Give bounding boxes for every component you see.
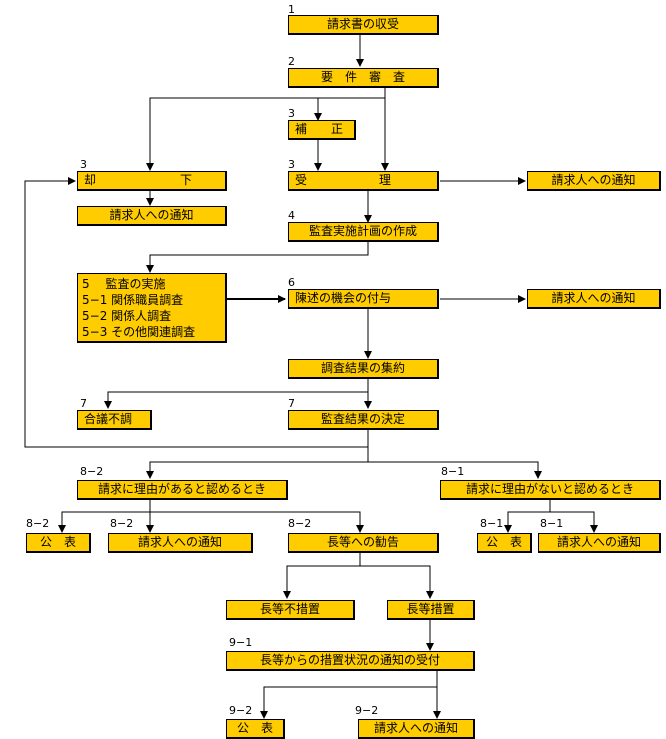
step-notify-9-2: 請求人への通知 xyxy=(358,719,475,739)
step-number: 8−1 xyxy=(480,517,504,530)
step-acceptance: 受 理 xyxy=(288,171,439,191)
step-statement: 陳述の機会の付与 xyxy=(288,289,439,309)
step-number: 9−1 xyxy=(229,636,253,649)
step-number: 8−1 xyxy=(441,465,465,478)
step-summary: 調査結果の集約 xyxy=(288,359,439,379)
step-justified: 請求に理由があると認めるとき xyxy=(77,480,288,500)
step-review: 要 件 審 査 xyxy=(288,68,439,88)
step-number: 3 xyxy=(288,107,295,120)
audit-line-main: 5 監査の実施 xyxy=(82,277,166,291)
step-publish-8-2: 公 表 xyxy=(26,533,91,553)
step-publish-9-2: 公 表 xyxy=(226,719,285,739)
step-number: 9−2 xyxy=(355,704,379,717)
step-number: 7 xyxy=(80,397,87,410)
audit-line-persons: 5−2 関係人調査 xyxy=(82,309,172,323)
step-measure-report: 長等からの措置状況の通知の受付 xyxy=(226,651,475,671)
step-number: 4 xyxy=(288,209,295,222)
step-number: 8−2 xyxy=(110,517,134,530)
step-notify-accept: 請求人への通知 xyxy=(527,171,661,191)
step-decision: 監査結果の決定 xyxy=(288,410,439,430)
step-audit-execution: 5 監査の実施 5−1 関係職員調査 5−2 関係人調査 5−3 その他関連調査 xyxy=(77,273,227,343)
step-notify-8-2: 請求人への通知 xyxy=(108,533,253,553)
step-notify-dismissal: 請求人への通知 xyxy=(77,206,227,226)
step-number: 6 xyxy=(288,276,295,289)
step-number: 1 xyxy=(288,3,295,16)
step-audit-plan: 監査実施計画の作成 xyxy=(288,222,439,242)
step-number: 2 xyxy=(288,55,295,68)
step-number: 3 xyxy=(288,158,295,171)
step-no-consensus: 合議不調 xyxy=(77,410,152,430)
step-number: 8−2 xyxy=(80,465,104,478)
step-recommendation: 長等への勧告 xyxy=(288,533,439,553)
step-notify-8-1: 請求人への通知 xyxy=(538,533,661,553)
step-number: 8−2 xyxy=(26,517,50,530)
step-correction: 補 正 xyxy=(288,120,356,140)
step-dismissal: 却 下 xyxy=(77,171,227,191)
step-number: 8−2 xyxy=(288,517,312,530)
step-number: 9−2 xyxy=(229,704,253,717)
step-number: 8−1 xyxy=(540,517,564,530)
step-number: 3 xyxy=(80,158,87,171)
step-number: 7 xyxy=(288,397,295,410)
step-publish-8-1: 公 表 xyxy=(477,533,532,553)
step-receipt: 請求書の収受 xyxy=(288,15,439,35)
step-measure: 長等措置 xyxy=(387,600,475,620)
audit-line-other: 5−3 その他関連調査 xyxy=(82,325,196,339)
audit-line-staff: 5−1 関係職員調査 xyxy=(82,293,184,307)
step-notify-statement: 請求人への通知 xyxy=(527,289,661,309)
step-no-measure: 長等不措置 xyxy=(226,600,355,620)
step-unjustified: 請求に理由がないと認めるとき xyxy=(440,480,661,500)
